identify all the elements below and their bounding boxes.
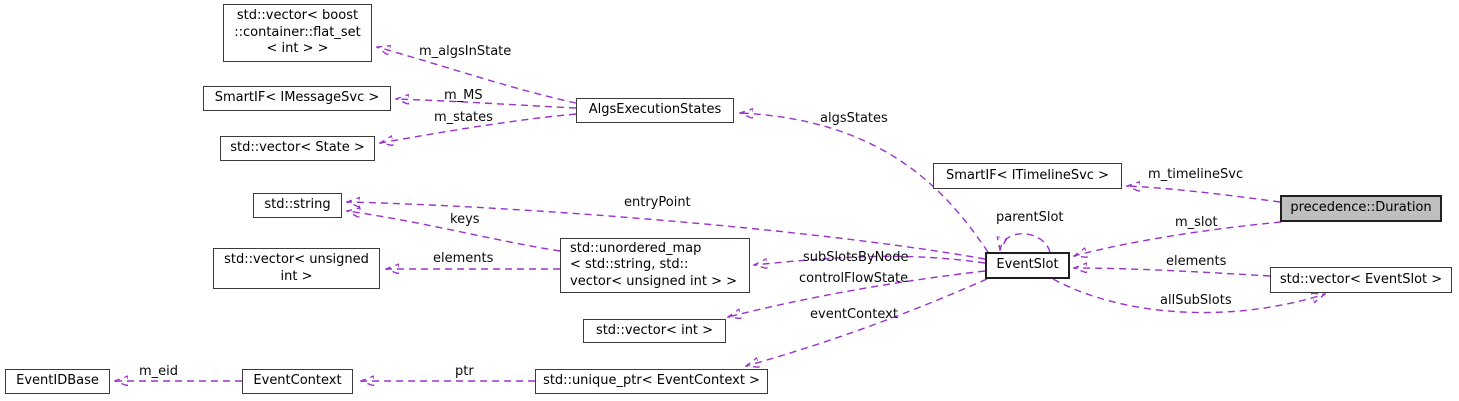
edge-label-m-eid: m_eid [139, 364, 179, 379]
edge-m-slot [1074, 221, 1282, 256]
edge-m-MS [396, 99, 577, 108]
node-smartif-imessagesvc[interactable]: SmartIF< IMessageSvc > [203, 86, 391, 111]
edge-label-m-timelineSvc: m_timelineSvc [1148, 167, 1244, 182]
node-vector-unsigned-int[interactable]: std::vector< unsigned int > [213, 248, 380, 289]
edge-label-elements-left: elements [433, 251, 494, 266]
edge-m-states [380, 113, 577, 143]
node-vector-int[interactable]: std::vector< int > [583, 319, 726, 343]
edge-label-m-algsInState: m_algsInState [419, 44, 512, 59]
edge-label-m-MS: m_MS [444, 88, 483, 103]
edge-label-controlFlowState: controlFlowState [799, 271, 909, 286]
node-unique-ptr-eventcontext[interactable]: std::unique_ptr< EventContext > [535, 369, 768, 394]
edge-entryPoint [347, 202, 986, 260]
edge-label-allSubSlots: allSubSlots [1160, 293, 1232, 308]
edge-subSlotsByNode [754, 256, 986, 265]
edge-label-m-slot: m_slot [1175, 215, 1218, 230]
edge-elements-right [1074, 268, 1271, 276]
edge-label-elements-right: elements [1166, 254, 1227, 269]
node-event-id-base[interactable]: EventIDBase [5, 369, 110, 394]
edge-parentSlot [1000, 233, 1051, 252]
edge-label-algsStates: algsStates [820, 111, 888, 126]
node-smartif-itimelinesvc[interactable]: SmartIF< ITimelineSvc > [933, 163, 1122, 189]
edge-label-m-states: m_states [434, 110, 493, 125]
edge-eventContext [746, 278, 988, 366]
edge-allSubSlots [1052, 278, 1325, 314]
edge-label-parentSlot: parentSlot [996, 210, 1064, 225]
node-string[interactable]: std::string [253, 193, 342, 218]
edge-label-keys: keys [450, 212, 480, 227]
node-algs-execution-states[interactable]: AlgsExecutionStates [576, 98, 734, 123]
node-vector-state[interactable]: std::vector< State > [220, 136, 375, 161]
edge-m-timelineSvc [1127, 186, 1281, 203]
edge-label-eventContext: eventContext [810, 307, 898, 322]
edge-label-subSlotsByNode: subSlotsByNode [803, 250, 909, 265]
edge-label-entryPoint: entryPoint [624, 195, 691, 210]
edge-keys [347, 211, 561, 252]
node-precedence-duration: precedence::Duration [1280, 195, 1442, 222]
edge-label-ptr: ptr [455, 364, 474, 379]
edge-algsStates [740, 113, 989, 253]
edge-controlFlowState [728, 270, 986, 317]
edge-m-algsInState [377, 47, 577, 104]
node-vector-eventslot[interactable]: std::vector< EventSlot > [1270, 267, 1452, 293]
node-unordered-map[interactable]: std::unordered_map < std::string, std:: … [560, 238, 750, 293]
node-flat-set[interactable]: std::vector< boost ::container::flat_set… [223, 4, 372, 62]
node-event-context[interactable]: EventContext [242, 369, 353, 394]
node-event-slot[interactable]: EventSlot [985, 252, 1070, 279]
